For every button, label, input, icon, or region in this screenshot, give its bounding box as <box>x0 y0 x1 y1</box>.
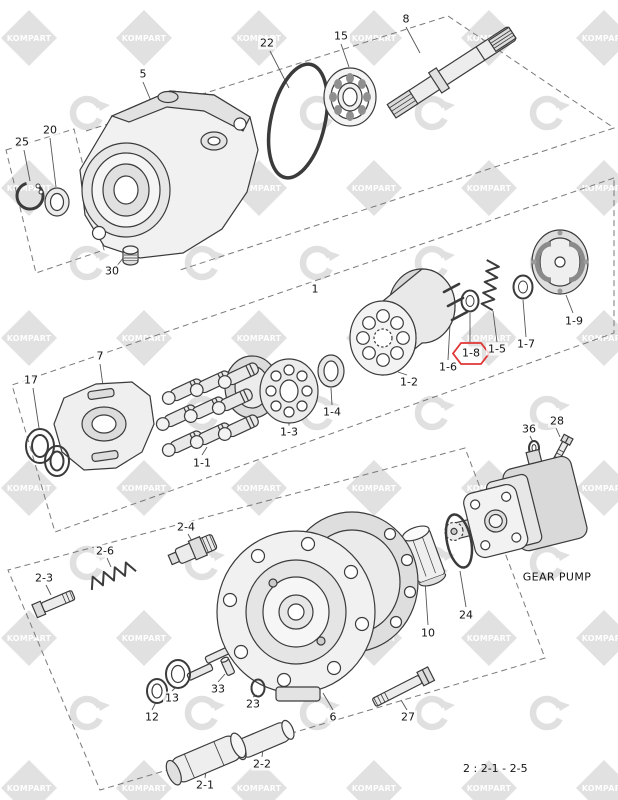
part-ring-12 <box>146 678 168 704</box>
part-bolt-27 <box>372 666 436 707</box>
part-washer-1-7 <box>512 274 534 300</box>
part-label-13[interactable]: 13 <box>163 691 181 705</box>
part-ring-13 <box>165 659 191 689</box>
part-label-1-7[interactable]: 1-7 <box>515 337 537 351</box>
part-label-1-4[interactable]: 1-4 <box>321 405 343 419</box>
part-o-ring-22 <box>266 62 330 180</box>
part-spring-2-6 <box>90 561 137 591</box>
part-rings-17 <box>25 428 70 477</box>
part-bearing-15 <box>323 67 377 127</box>
part-label-1[interactable]: 1 <box>309 282 321 296</box>
part-label-30[interactable]: 30 <box>103 264 121 278</box>
part-plug-30 <box>122 245 139 266</box>
part-label-6[interactable]: 6 <box>327 710 339 724</box>
part-drive-shaft-8 <box>386 26 517 119</box>
part-label-2-4[interactable]: 2-4 <box>175 520 197 534</box>
part-label-12[interactable]: 12 <box>143 710 161 724</box>
caption-gear-pump: GEAR PUMP <box>522 570 592 584</box>
part-label-27[interactable]: 27 <box>399 710 417 724</box>
part-label-2-2[interactable]: 2-2 <box>251 757 273 771</box>
part-swash-plate-7 <box>53 381 155 471</box>
part-snap-ring-25 <box>15 181 45 211</box>
part-rear-cover-6 <box>186 511 419 702</box>
part-label-10[interactable]: 10 <box>419 626 437 640</box>
part-label-33[interactable]: 33 <box>209 682 227 696</box>
part-pump-housing-5 <box>79 90 259 259</box>
part-plug-2-4 <box>167 534 218 566</box>
part-label-2-6[interactable]: 2-6 <box>94 544 116 558</box>
part-washer-1-8 <box>460 289 480 313</box>
part-pin-33 <box>220 656 235 676</box>
part-pins-1-6 <box>442 282 469 322</box>
part-label-5[interactable]: 5 <box>137 67 149 81</box>
part-label-15[interactable]: 15 <box>332 29 350 43</box>
part-seal-20 <box>44 187 70 217</box>
part-label-22[interactable]: 22 <box>258 36 276 50</box>
parts <box>15 26 589 786</box>
part-label-1-9[interactable]: 1-9 <box>563 314 585 328</box>
group-boundary-lines <box>5 15 616 791</box>
part-label-2-3[interactable]: 2-3 <box>33 571 55 585</box>
part-bushing-10 <box>401 525 447 587</box>
part-retainer-plate-1-3 <box>259 358 319 424</box>
part-label-1-5[interactable]: 1-5 <box>486 342 508 356</box>
part-label-8[interactable]: 8 <box>400 12 412 26</box>
part-label-1-1[interactable]: 1-1 <box>191 456 213 470</box>
part-bushing-1-4 <box>317 354 345 388</box>
part-label-1-2[interactable]: 1-2 <box>398 375 420 389</box>
leader-lines <box>23 26 574 779</box>
part-piston-2-1 <box>165 732 247 786</box>
part-gear-pump-body <box>444 448 588 559</box>
part-label-17[interactable]: 17 <box>22 373 40 387</box>
part-label-1-3[interactable]: 1-3 <box>278 425 300 439</box>
part-valve-plate-1-9 <box>531 229 589 295</box>
part-bolt-2-3 <box>31 590 76 619</box>
part-label-24[interactable]: 24 <box>457 608 475 622</box>
part-label-23[interactable]: 23 <box>244 697 262 711</box>
part-spring-1-5 <box>480 259 500 312</box>
part-label-36[interactable]: 36 <box>520 422 538 436</box>
part-label-7[interactable]: 7 <box>94 349 106 363</box>
part-label-1-6[interactable]: 1-6 <box>437 360 459 374</box>
part-label-20[interactable]: 20 <box>41 123 59 137</box>
part-label-1-8[interactable]: 1-8 <box>451 341 491 365</box>
part-label-25[interactable]: 25 <box>13 135 31 149</box>
part-label-28[interactable]: 28 <box>548 414 566 428</box>
part-o-ring-24 <box>444 513 474 569</box>
part-label-2-1[interactable]: 2-1 <box>194 778 216 792</box>
figure-reference: 2 : 2-1 - 2-5 <box>463 762 528 775</box>
part-o-ring-23 <box>250 678 266 698</box>
part-cylinder-block-1-2 <box>349 268 456 376</box>
